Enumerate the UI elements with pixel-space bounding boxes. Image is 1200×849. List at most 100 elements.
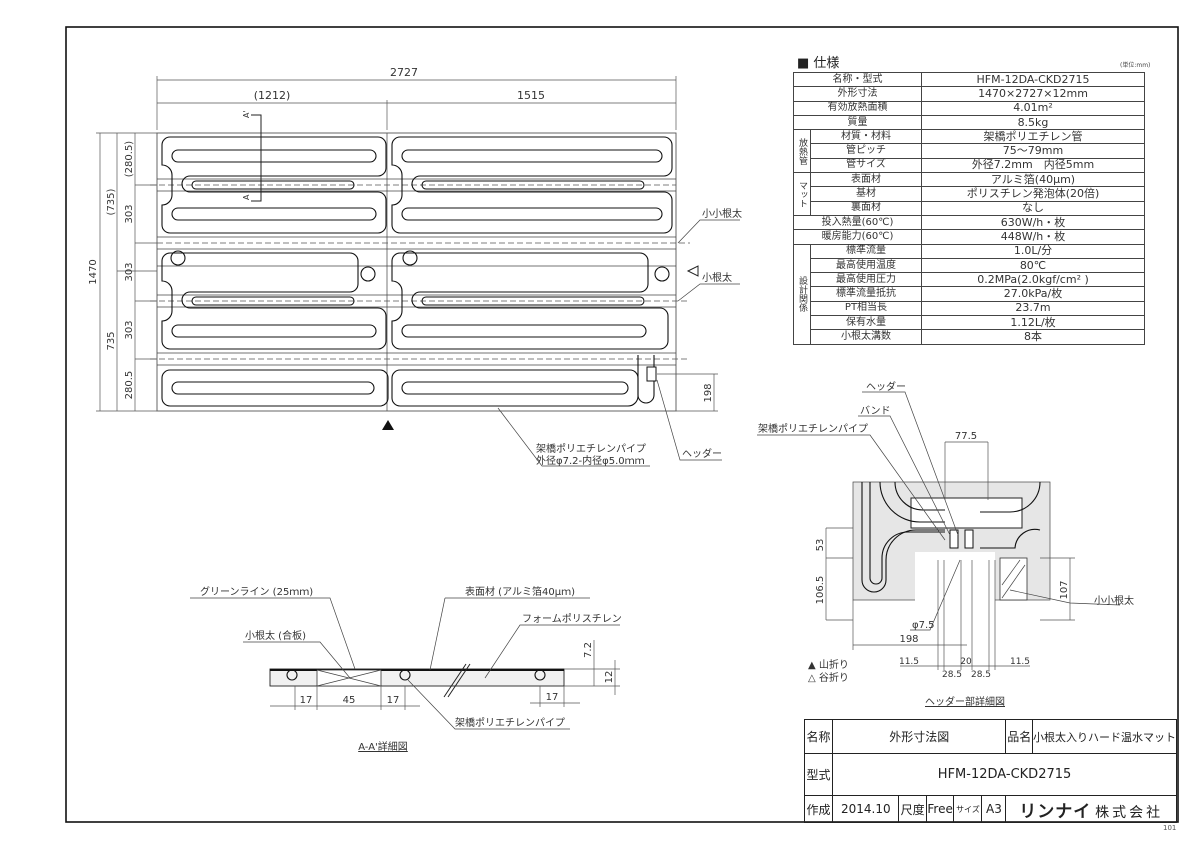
header-detail-title: ヘッダー部詳細図 bbox=[925, 695, 1005, 708]
dim-hd-phi: φ7.5 bbox=[912, 620, 935, 631]
plan-dimensions-left: 1470 (735) 735 (280.5) 303 303 303 280.5 bbox=[88, 132, 157, 412]
spec-value: HFM-12DA-CKD2715 bbox=[921, 71, 1145, 88]
spec-value: 4.01m² bbox=[921, 100, 1145, 116]
label-joist: 小根太 (合板) bbox=[245, 629, 306, 642]
dim-hd-285-right: 28.5 bbox=[971, 670, 991, 680]
spec-group-label: 設計関係 bbox=[793, 243, 811, 345]
spec-value: 80℃ bbox=[921, 257, 1145, 274]
spec-value: 1.12L/枚 bbox=[921, 315, 1145, 331]
tb-scale-label: 尺度 bbox=[898, 795, 927, 823]
label-surface: 表面材 (アルミ箔40μｍ) bbox=[465, 585, 575, 598]
spec-unit-note: (単位:mm) bbox=[1120, 62, 1151, 69]
tb-created-value: 2014.10 bbox=[832, 795, 900, 823]
header-detail: ヘッダー バンド 架橋ポリエチレンパイプ 小小根太 77.5 53 106.5 … bbox=[757, 380, 1134, 708]
label-hd-joist: 小小根太 bbox=[1094, 594, 1134, 607]
title-block: 名称 外形寸法図 品名 小根太入りハード温水マット 型式 HFM-12DA-CK… bbox=[803, 719, 1177, 823]
spec-row: 暖房能力(60℃)448W/h・枚 bbox=[793, 229, 1145, 245]
spec-value: 448W/h・枚 bbox=[921, 229, 1145, 245]
header-box bbox=[646, 366, 657, 382]
sheet-number: 101 bbox=[1163, 824, 1177, 832]
dim-b: 45 bbox=[343, 695, 356, 706]
label-small-joist: 小根太 bbox=[702, 271, 732, 284]
mat-outline bbox=[156, 132, 677, 412]
dim-d: 17 bbox=[546, 692, 559, 703]
label-hd-header: ヘッダー bbox=[866, 380, 906, 393]
spec-label: 管ピッチ bbox=[810, 143, 922, 159]
dim-hd-115-left: 11.5 bbox=[899, 657, 919, 667]
spec-label: 基材 bbox=[810, 186, 922, 202]
spec-value: 1470×2727×12mm bbox=[921, 86, 1145, 102]
spec-label: 管サイズ bbox=[810, 157, 922, 174]
spec-row: 投入熱量(60℃)630W/h・枚 bbox=[793, 214, 1145, 231]
dim-bottom-edge: 280.5 bbox=[124, 371, 135, 400]
spec-value: なし bbox=[921, 200, 1145, 216]
dim-thickness: 12 bbox=[604, 671, 615, 684]
spec-row: 管サイズ外径7.2mm 内径5mm bbox=[794, 157, 1145, 174]
dim-total-width: 2727 bbox=[390, 66, 418, 79]
label-green-line: グリーンライン (25ｍｍ) bbox=[200, 585, 313, 598]
spec-label: 有効放熱面積 bbox=[793, 100, 922, 116]
section-mark-bottom: A bbox=[242, 194, 251, 200]
spec-label: PT相当長 bbox=[810, 300, 922, 317]
valley-fold-marker bbox=[686, 265, 699, 277]
label-hd-pipe: 架橋ポリエチレンパイプ bbox=[758, 422, 868, 435]
spec-value: ポリスチレン発泡体(20倍) bbox=[921, 186, 1145, 202]
spec-label: 材質・材料 bbox=[810, 129, 922, 145]
spec-label: 標準流量 bbox=[810, 243, 922, 259]
joist-block bbox=[999, 557, 1028, 601]
label-hd-band: バンド bbox=[860, 405, 891, 417]
dim-hd-106: 106.5 bbox=[815, 576, 826, 605]
tb-scale-value: Free bbox=[925, 795, 955, 823]
dim-hd-53: 53 bbox=[815, 539, 826, 552]
label-section-pipe: 架橋ポリエチレンパイプ bbox=[455, 716, 565, 729]
dim-c: 17 bbox=[387, 695, 400, 706]
tb-size-value: A3 bbox=[981, 795, 1007, 823]
dim-hd-198: 198 bbox=[899, 634, 918, 645]
dim-pitch-1: 303 bbox=[124, 204, 135, 223]
dim-hd-115-right: 11.5 bbox=[1010, 657, 1030, 667]
spec-value: 8.5kg bbox=[921, 114, 1145, 131]
mountain-fold-marker bbox=[382, 420, 394, 430]
heating-pipe bbox=[161, 136, 673, 407]
section-board bbox=[269, 668, 565, 687]
dim-hd-107: 107 bbox=[1059, 580, 1070, 599]
spec-label: 小根太溝数 bbox=[810, 329, 922, 345]
spec-row: 裏面材なし bbox=[794, 200, 1145, 216]
dim-right-part: 1515 bbox=[517, 89, 545, 102]
spec-label: 外形寸法 bbox=[793, 86, 922, 102]
tb-product-value: 小根太入りハード温水マット bbox=[1032, 719, 1177, 754]
header-detail-dimensions: 77.5 53 106.5 107 φ7.5 198 11.5 28.5 bbox=[815, 431, 1075, 680]
company-suffix: 株式会社 bbox=[1095, 804, 1164, 821]
dim-header: 198 bbox=[703, 383, 714, 402]
dim-hd-top: 77.5 bbox=[955, 431, 977, 442]
spec-title: ■ 仕様 bbox=[797, 56, 840, 71]
plan-view: A' A 2727 (1212) 1515 1470 bbox=[88, 66, 742, 467]
dim-hd-20: 20 bbox=[960, 657, 972, 667]
spec-row: マット表面材アルミ箔(40μm) bbox=[793, 172, 1145, 216]
label-header: ヘッダー bbox=[682, 447, 722, 460]
tb-name-value: 外形寸法図 bbox=[832, 719, 1007, 754]
spec-label: 表面材 bbox=[810, 172, 922, 188]
label-foam: フォームポリスチレン bbox=[522, 613, 622, 625]
tb-company: リンナイ 株式会社 bbox=[1005, 795, 1177, 823]
plan-callouts: 小小根太 小根太 198 架橋ポリエチレンパイプ 外径φ7.2-内径φ5.0ｍｍ… bbox=[382, 207, 742, 467]
spec-label: 最高使用温度 bbox=[810, 257, 922, 274]
dim-pipe-depth: 7.2 bbox=[583, 642, 594, 658]
company-logo: リンナイ bbox=[1019, 801, 1092, 822]
section-detail: グリーンライン (25ｍｍ) 表面材 (アルミ箔40μｍ) 小根太 (合板) フ… bbox=[190, 585, 622, 753]
section-title: A-A'詳細図 bbox=[358, 740, 408, 753]
label-pipe-2: 外径φ7.2-内径φ5.0ｍｍ bbox=[536, 454, 645, 467]
spec-group-label: マット bbox=[793, 172, 811, 216]
tb-size-label: サイズ bbox=[953, 795, 983, 823]
section-dimensions: 17 45 17 17 7.2 12 bbox=[270, 640, 620, 710]
spec-value: 630W/h・枚 bbox=[921, 214, 1145, 231]
dim-left-part: (1212) bbox=[254, 89, 291, 102]
dim-a: 17 bbox=[300, 695, 313, 706]
